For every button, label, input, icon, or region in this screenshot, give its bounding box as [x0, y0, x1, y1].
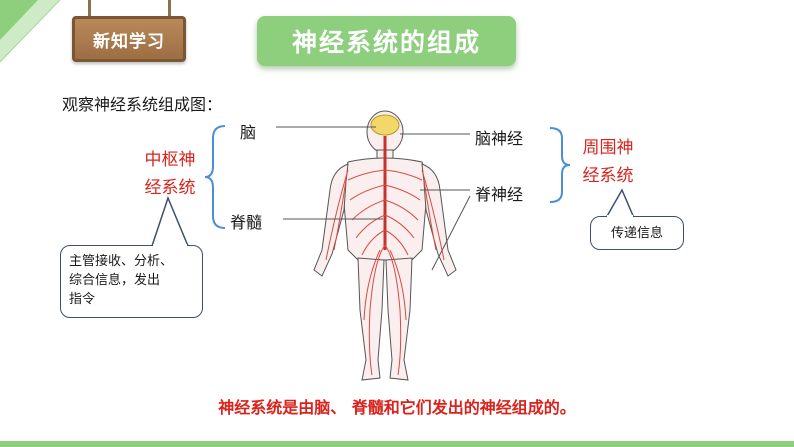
- cns-callout: 主管接收、分析、 综合信息，发出 指令: [60, 245, 203, 318]
- pns-bubble-join: [607, 215, 633, 219]
- cns-bubble-tail: [150, 196, 190, 247]
- cns-label-line2: 经系统: [144, 178, 196, 198]
- section-sign-label: 新知学习: [93, 31, 165, 52]
- pns-callout: 传递信息: [590, 216, 684, 250]
- cns-callout-line1: 主管接收、分析、: [69, 254, 174, 269]
- corner-leaf-decoration: [0, 0, 61, 63]
- pns-bracket: [549, 127, 570, 203]
- sign-rope-left: [88, 0, 91, 18]
- pns-label-line1: 周围神: [582, 138, 634, 158]
- label-brain: 脑: [240, 123, 257, 142]
- footer-bar: [0, 441, 794, 447]
- pns-label-line2: 经系统: [582, 166, 634, 186]
- section-sign: 新知学习: [72, 16, 186, 62]
- cns-label: 中枢神 经系统: [138, 146, 202, 202]
- sign-rope-right: [168, 0, 171, 18]
- label-spinal-nerves: 脊神经: [475, 185, 524, 204]
- cns-bubble-join: [153, 244, 187, 248]
- cns-bracket: [205, 125, 226, 229]
- conclusion-text: 神经系统是由脑、 脊髓和它们发出的神经组成的。: [218, 398, 576, 417]
- label-spinal-cord: 脊髓: [230, 213, 263, 232]
- nervous-system-illustration: [313, 110, 457, 381]
- title-banner: 神经系统的组成: [257, 16, 516, 66]
- cns-callout-line3: 指令: [69, 292, 96, 307]
- cns-callout-line2: 综合信息，发出: [69, 273, 161, 288]
- label-brain-nerves: 脑神经: [475, 129, 524, 148]
- page-title: 神经系统的组成: [291, 28, 481, 57]
- pns-callout-text: 传递信息: [610, 225, 663, 241]
- intro-text: 观察神经系统组成图：: [62, 95, 223, 114]
- cns-label-line1: 中枢神: [144, 150, 196, 170]
- pns-label: 周围神 经系统: [576, 134, 640, 190]
